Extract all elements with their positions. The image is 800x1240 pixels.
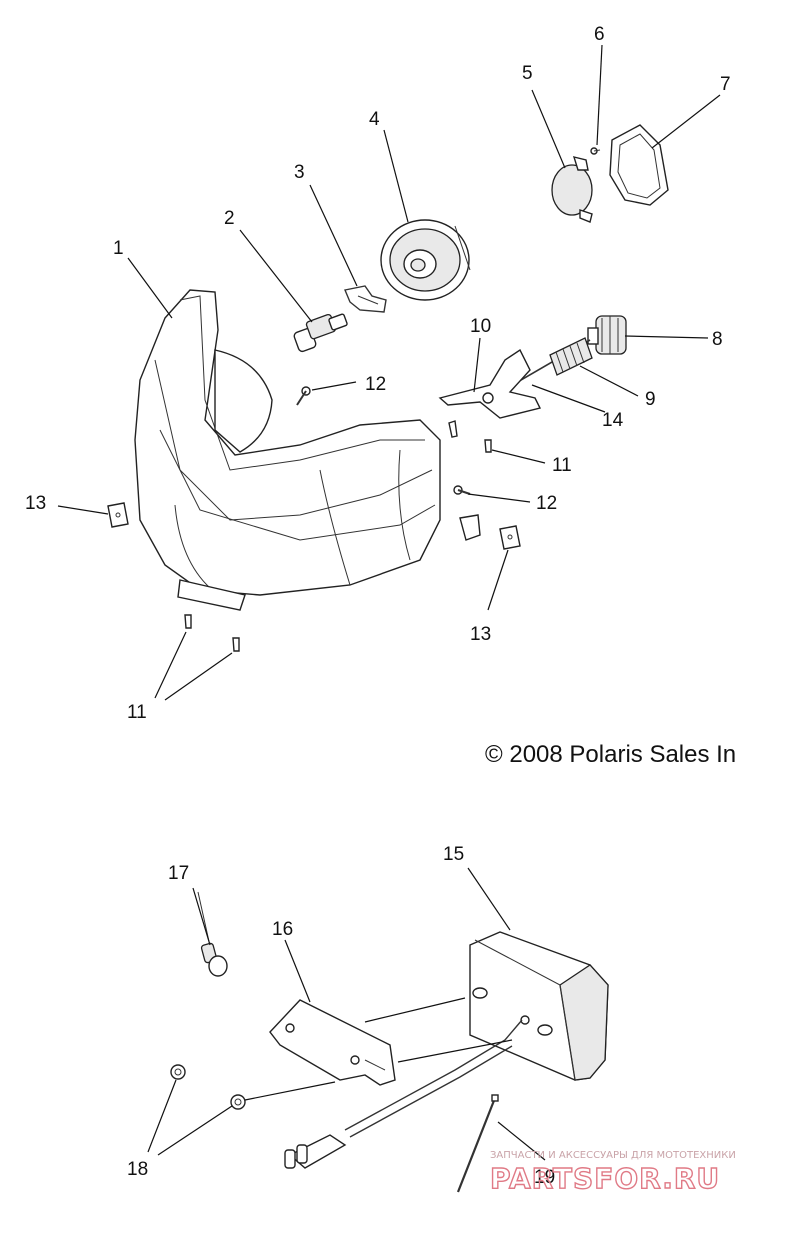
lamp-cap-part: [551, 156, 593, 223]
callout-3: 3: [294, 162, 305, 183]
callout-4: 4: [369, 109, 380, 130]
callout-8: 8: [712, 329, 723, 350]
callout-6: 6: [594, 24, 605, 45]
reflector-part: [380, 219, 471, 301]
spring-clip-part: [344, 285, 387, 313]
callout-17: 17: [168, 863, 189, 884]
watermark-tagline: ЗАПЧАСТИ И АКСЕССУАРЫ ДЛЯ МОТОТЕХНИКИ: [490, 1150, 736, 1161]
screw-part: [296, 386, 471, 495]
pin-part: [184, 420, 492, 652]
copyright-clip: © 2008 Polaris Sales In: [485, 741, 736, 768]
tail-light-part: [469, 931, 609, 1081]
leader-lines: [57, 44, 721, 1161]
cable-tie-part: [456, 1094, 499, 1193]
copyright-text: © 2008 Polaris Sales In: [485, 741, 736, 768]
bolt-part: [197, 891, 228, 977]
callout-12b: 12: [536, 493, 557, 514]
small-screw-part: [590, 147, 601, 155]
gasket-part: [609, 124, 669, 206]
callout-18: 18: [127, 1159, 148, 1180]
callout-13a: 13: [25, 493, 46, 514]
watermark: ЗАПЧАСТИ И АКСЕССУАРЫ ДЛЯ МОТОТЕХНИКИ PA…: [489, 1150, 736, 1196]
nut-part: [170, 1064, 246, 1110]
clip-part: [107, 502, 521, 550]
callout-11a: 11: [552, 455, 572, 476]
wiring-harness-part: [284, 1019, 523, 1169]
callout-10: 10: [470, 316, 491, 337]
tail-bracket-part: [269, 999, 396, 1086]
callout-7: 7: [720, 74, 731, 95]
adjuster-bracket-part: [438, 348, 542, 419]
callout-1: 1: [113, 238, 124, 259]
callout-5: 5: [522, 63, 533, 84]
headlight-housing-part: [134, 289, 481, 611]
callout-19: 19: [534, 1167, 555, 1188]
callout-15: 15: [443, 844, 464, 865]
callout-14: 14: [602, 410, 624, 431]
callout-16: 16: [272, 919, 293, 940]
callout-12a: 12: [365, 374, 386, 395]
callout-9: 9: [645, 389, 656, 410]
callout-labels: 1 2 3 4 5 6 7 8 9 10 14 11 12 12 13 13 1…: [25, 24, 731, 1188]
bulb-part: [293, 313, 348, 353]
callout-11b: 11: [127, 702, 147, 723]
callout-2: 2: [224, 208, 235, 229]
callout-13b: 13: [470, 624, 491, 645]
watermark-brand: PARTSFOR.RU: [490, 1162, 720, 1195]
adjuster-knob-part: [587, 315, 627, 355]
